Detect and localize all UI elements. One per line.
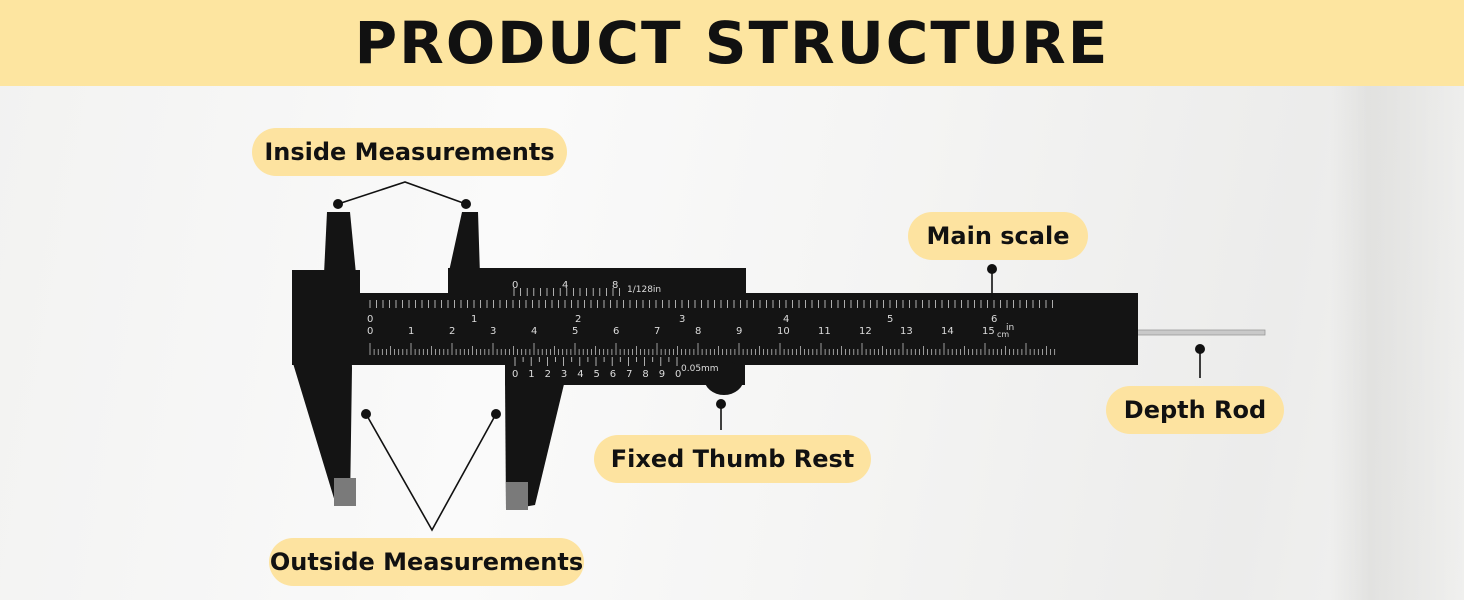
thumb-rest [704, 361, 744, 395]
mm-vernier-number: 6 [610, 369, 616, 380]
outside-measurements-label: Outside Measurements [269, 538, 584, 586]
sliding-inside-jaw [448, 212, 480, 276]
fixed-outside-jaw [292, 270, 360, 505]
sliding-jaw-tip [506, 482, 528, 510]
mm-vernier-number: 0 [512, 369, 518, 380]
fixed-inside-jaw [324, 212, 356, 274]
mm-vernier-number: 8 [642, 369, 648, 380]
fixed-jaw-tip [334, 478, 356, 506]
cm-scale-number: 1 [408, 326, 414, 337]
callout-dots [333, 199, 1205, 419]
page-title: PRODUCT STRUCTURE [354, 9, 1110, 77]
fixed-thumb-rest-label: Fixed Thumb Rest [594, 435, 871, 483]
cm-scale-number: 2 [449, 326, 455, 337]
cm-scale-number: 7 [654, 326, 660, 337]
cm-scale-number: 0 [367, 326, 373, 337]
cm-scale-number: 6 [613, 326, 619, 337]
inch-vernier-number: 0 [512, 280, 518, 291]
inside-measurements-label: Inside Measurements [252, 128, 567, 176]
cm-scale-number: 4 [531, 326, 537, 337]
depth-rod [1134, 329, 1266, 336]
cm-scale-number: 9 [736, 326, 742, 337]
inch-vernier-number: 4 [562, 280, 568, 291]
cm-scale-number: 12 [859, 326, 872, 337]
cm-scale-number: 15 [982, 326, 995, 337]
cm-unit-label: cm [997, 330, 1009, 339]
depth-rod-label: Depth Rod [1106, 386, 1284, 434]
inch-vernier-number: 8 [612, 280, 618, 291]
inch-scale-number: 3 [679, 314, 685, 325]
inch-scale-number: 1 [471, 314, 477, 325]
cm-scale-number: 10 [777, 326, 790, 337]
cm-scale-number: 11 [818, 326, 831, 337]
mm-vernier-number: 4 [577, 369, 583, 380]
callout-lines [337, 181, 1201, 532]
inch-scale-number: 0 [367, 314, 373, 325]
inch-scale-number: 5 [887, 314, 893, 325]
inch-scale-number: 4 [783, 314, 789, 325]
scale-ticks [369, 288, 1056, 366]
main-scale-label: Main scale [908, 212, 1088, 260]
sliding-head-top [448, 268, 746, 298]
mm-vernier-number: 7 [626, 369, 632, 380]
inch-scale-number: 6 [991, 314, 997, 325]
inch-fraction-label: 1/128in [627, 285, 661, 295]
mm-vernier-number: 3 [561, 369, 567, 380]
header-banner: PRODUCT STRUCTURE [0, 0, 1464, 86]
cm-scale-number: 8 [695, 326, 701, 337]
mm-vernier-number: 2 [545, 369, 551, 380]
mm-vernier-number: 9 [659, 369, 665, 380]
vernier-resolution-label: 0.05mm [681, 364, 719, 374]
inch-scale-number: 2 [575, 314, 581, 325]
cm-scale-number: 5 [572, 326, 578, 337]
sliding-outside-jaw [505, 380, 565, 510]
inch-unit-label: in [1006, 323, 1014, 333]
mm-vernier-number: 1 [528, 369, 534, 380]
mm-vernier-number: 5 [594, 369, 600, 380]
cm-scale-number: 13 [900, 326, 913, 337]
cm-scale-number: 3 [490, 326, 496, 337]
mm-vernier-number: 0 [675, 369, 681, 380]
cm-scale-number: 14 [941, 326, 954, 337]
